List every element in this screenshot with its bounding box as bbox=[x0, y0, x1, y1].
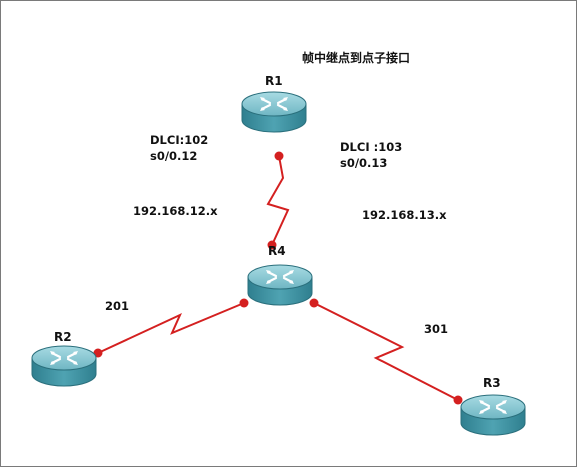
r1-interface-dot bbox=[274, 151, 284, 161]
network-13-label: 192.168.13.x bbox=[362, 208, 447, 222]
router-r3-icon bbox=[459, 393, 527, 437]
network-12-label: 192.168.12.x bbox=[133, 204, 218, 218]
diagram-title: 帧中继点到点子接口 bbox=[302, 51, 411, 65]
router-r4-icon bbox=[246, 263, 314, 307]
link-r4-r3 bbox=[313, 302, 459, 401]
router-r2-label: R2 bbox=[54, 330, 72, 344]
router-r1-label: R1 bbox=[265, 74, 283, 88]
r4-interface-dot-top bbox=[267, 240, 277, 250]
r4-interface-dot-left bbox=[239, 298, 249, 308]
router-r1-icon bbox=[240, 90, 308, 134]
link-r4-r2 bbox=[97, 302, 245, 354]
dlci-103-label: DLCI :103 bbox=[340, 140, 403, 154]
subif-013-label: s0/0.13 bbox=[340, 156, 388, 170]
subif-012-label: s0/0.12 bbox=[150, 149, 198, 163]
router-r3-label: R3 bbox=[483, 376, 501, 390]
router-r4-label: R4 bbox=[268, 244, 286, 258]
dlci-301-label: 301 bbox=[424, 322, 449, 336]
r3-interface-dot bbox=[453, 395, 463, 405]
dlci-201-label: 201 bbox=[105, 299, 130, 313]
link-r1-r4 bbox=[266, 155, 290, 246]
frame-relay-links bbox=[97, 155, 459, 401]
r4-interface-dot-right bbox=[309, 298, 319, 308]
router-r2-icon bbox=[30, 344, 98, 388]
interface-dots bbox=[93, 151, 463, 405]
dlci-102-label: DLCI:102 bbox=[150, 133, 209, 147]
